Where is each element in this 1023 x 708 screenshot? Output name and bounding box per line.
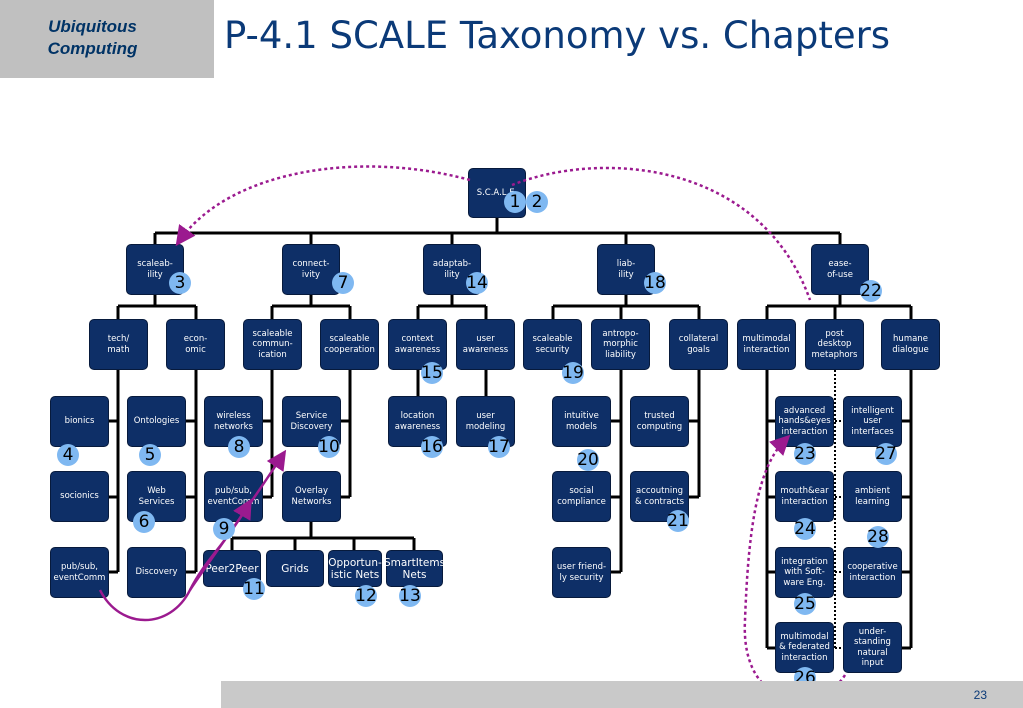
- node-user-awareness: user awareness: [456, 319, 515, 370]
- chapter-badge-7: 7: [332, 272, 354, 294]
- header-corner-box: Ubiquitous Computing: [0, 0, 214, 78]
- node-trusted-computing: trusted computing: [630, 396, 689, 447]
- node-bionics: bionics: [50, 396, 109, 447]
- course-label: Ubiquitous Computing: [47, 17, 138, 58]
- chapter-badge-12: 12: [355, 585, 377, 607]
- node-scaleable-security: scaleable security: [523, 319, 582, 370]
- chapter-badge-21: 21: [667, 510, 689, 532]
- chapter-badge-11: 11: [243, 578, 265, 600]
- node-scaleable-communication: scaleable commun- ication: [243, 319, 302, 370]
- node-context-awareness: context awareness: [388, 319, 447, 370]
- node-social-compliance: social compliance: [552, 471, 611, 522]
- node-user-friendly-security: user friend- ly security: [552, 547, 611, 598]
- chapter-badge-6: 6: [133, 511, 155, 533]
- node-tech-math: tech/ math: [89, 319, 148, 370]
- chapter-badge-13: 13: [399, 585, 421, 607]
- node-connectivity: connect- ivity: [282, 244, 340, 295]
- chapter-badge-15: 15: [421, 362, 443, 384]
- chapter-badge-22: 22: [860, 280, 882, 302]
- node-scaleable-cooperation: scaleable cooperation: [320, 319, 379, 370]
- node-integration-soft-eng: integration with Soft- ware Eng.: [775, 547, 834, 598]
- chapter-badge-3: 3: [169, 272, 191, 294]
- node-ambient-learning: ambient learning: [843, 471, 902, 522]
- chapter-badge-19: 19: [562, 362, 584, 384]
- node-ontologies: Ontologies: [127, 396, 186, 447]
- node-ease-of-use: ease- of-use: [811, 244, 869, 295]
- dotted-arrow-to-scaleability: [175, 165, 471, 247]
- chapter-badge-18: 18: [644, 272, 666, 294]
- chapter-badge-17: 17: [488, 436, 510, 458]
- node-liability: liab- ility: [597, 244, 655, 295]
- node-pubsub-eventcomm-left: pub/sub, eventComm: [50, 547, 109, 598]
- node-cooperative-interaction: cooperative interaction: [843, 547, 902, 598]
- node-humane-dialogue: humane dialogue: [881, 319, 940, 370]
- node-economic: econ- omic: [166, 319, 225, 370]
- page-number: 23: [973, 688, 987, 702]
- dotted-arrow-bottom: [743, 434, 847, 701]
- node-intuitive-models: intuitive models: [552, 396, 611, 447]
- chapter-badge-27: 27: [875, 443, 897, 465]
- node-user-modeling: user modeling: [456, 396, 515, 447]
- node-multimodal-federated: multimodal & federated interaction: [775, 622, 834, 673]
- node-discovery: Discovery: [127, 547, 186, 598]
- node-accounting-contracts: accoutning & contracts: [630, 471, 689, 522]
- node-overlay-networks: Overlay Networks: [282, 471, 341, 522]
- arrow-discovery-to-pubsub: [188, 498, 252, 591]
- chapter-badge-28: 28: [867, 526, 889, 548]
- dotted-arrow-top: [511, 166, 812, 301]
- node-advanced-hands-eyes: advanced hands&eyes interaction: [775, 396, 834, 447]
- chapter-badge-9: 9: [213, 518, 235, 540]
- chapter-badge-14: 14: [466, 272, 488, 294]
- node-grids: Grids: [266, 550, 324, 587]
- node-intelligent-user-interfaces: intelligent user interfaces: [843, 396, 902, 447]
- node-multimodal-interaction: multimodal interaction: [737, 319, 796, 370]
- chapter-badge-23: 23: [794, 443, 816, 465]
- chapter-badge-20: 20: [577, 449, 599, 471]
- node-understanding-natural-input: under- standing natural input: [843, 622, 902, 673]
- chapter-badge-16: 16: [421, 436, 443, 458]
- chapter-badge-25: 25: [794, 593, 816, 615]
- node-smartitems-nets: SmartItems Nets: [384, 550, 445, 587]
- chapter-badge-5: 5: [139, 444, 161, 466]
- node-mouth-ear-interaction: mouth&ear interaction: [775, 471, 834, 522]
- chapter-badge-2: 2: [526, 191, 548, 213]
- node-antropomorphic-liability: antropo- morphic liability: [591, 319, 650, 370]
- node-post-desktop-metaphors: post desktop metaphors: [805, 319, 864, 370]
- chapter-badge-10: 10: [318, 436, 340, 458]
- node-location-awareness: location awareness: [388, 396, 447, 447]
- node-opportunistic-nets: Opportun- istic Nets: [328, 550, 382, 587]
- chapter-badge-1: 1: [504, 191, 526, 213]
- footer-bar: 23: [221, 681, 1023, 708]
- chapter-badge-24: 24: [794, 518, 816, 540]
- chapter-badge-4: 4: [57, 444, 79, 466]
- chapter-badge-8: 8: [228, 436, 250, 458]
- node-collateral-goals: collateral goals: [669, 319, 728, 370]
- slide-title: P-4.1 SCALE Taxonomy vs. Chapters: [224, 14, 891, 57]
- node-socionics: socionics: [50, 471, 109, 522]
